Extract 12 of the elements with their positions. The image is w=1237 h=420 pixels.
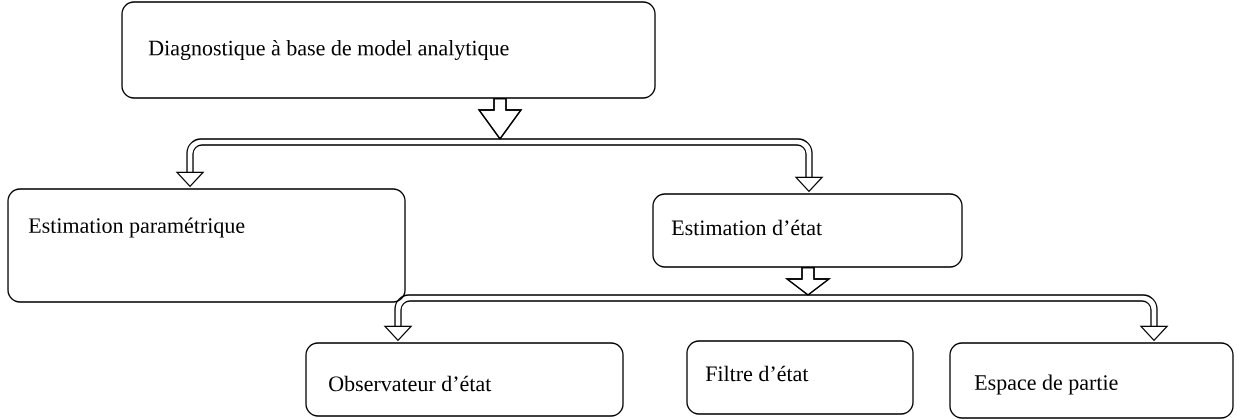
box-label: Estimation paramétrique: [28, 217, 245, 238]
process-box: [121, 1, 656, 99]
box-label: Observateur d’état: [329, 375, 492, 392]
process-box: [949, 342, 1234, 419]
box-label: Espace de partie: [974, 374, 1118, 395]
process-box: [7, 188, 406, 303]
box-label: Filtre d’état: [705, 365, 809, 382]
process-box: [686, 340, 914, 415]
box-label: Diagnostique à base de model analytique: [148, 39, 509, 60]
process-box: [305, 342, 624, 417]
box-label: Estimation d’état: [671, 219, 822, 236]
process-box: [652, 193, 963, 268]
